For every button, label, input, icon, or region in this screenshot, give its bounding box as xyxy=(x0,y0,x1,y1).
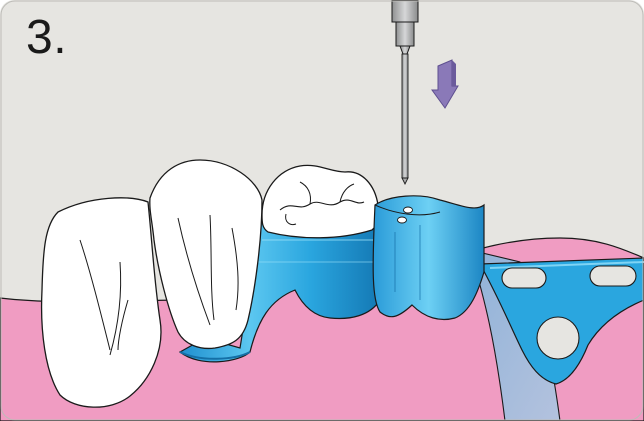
tooth-incisor xyxy=(42,198,161,407)
step-number: 3. xyxy=(26,14,67,62)
band-hole xyxy=(404,207,413,213)
retainer-hole xyxy=(590,266,636,286)
tooth-premolar xyxy=(262,165,379,237)
retainer-hole xyxy=(537,317,579,359)
retainer-hole xyxy=(502,268,546,288)
band-hole xyxy=(398,217,407,223)
